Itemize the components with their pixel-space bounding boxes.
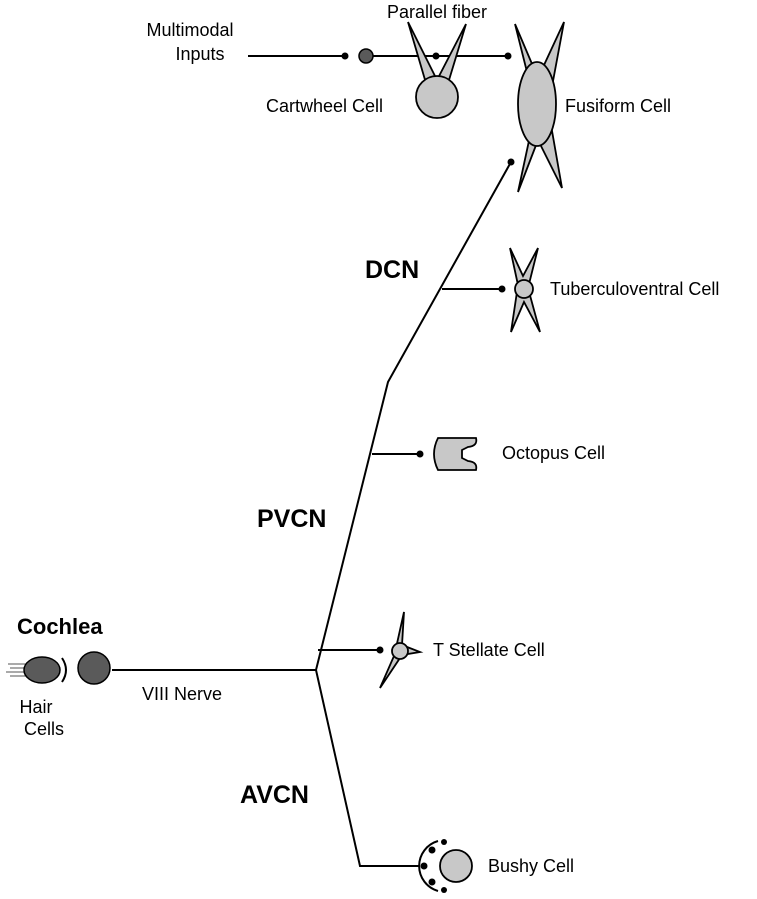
octopus-cell-label: Octopus Cell [502, 443, 605, 463]
endbulb-dot-2 [420, 862, 428, 870]
fusiform-soma [517, 61, 557, 147]
multimodal-inputs-label: Multimodal Inputs [146, 20, 233, 64]
bushy-soma [439, 849, 473, 883]
multimodal-synapse-dot [341, 52, 349, 60]
pvcn-label: PVCN [257, 505, 326, 533]
hair-cells-label-line1: Hair [19, 697, 52, 717]
tuberculoventral-synapse-dot [498, 285, 506, 293]
endbulb-dot-4 [441, 839, 447, 845]
tuberculoventral-cell [509, 247, 541, 333]
hair-cells-label-line2: Cells [24, 719, 64, 739]
fusiform-cell [514, 21, 565, 193]
fusiform-synapse-dot [507, 158, 515, 166]
endbulb-of-held [418, 840, 439, 892]
bushy-cell [418, 839, 473, 893]
t-stellate-synapse-dot [376, 646, 384, 654]
hair-cell-synapse [61, 657, 67, 683]
viii-nerve-label: VIII Nerve [142, 684, 222, 704]
cartwheel-cell [407, 21, 467, 119]
octopus-synapse-dot [416, 450, 424, 458]
spiral-ganglion-cell [77, 651, 111, 685]
cochlea-label: Cochlea [17, 614, 103, 639]
endbulb-dot-5 [441, 887, 447, 893]
avcn-branch [315, 669, 420, 867]
tuberculoventral-soma [514, 279, 534, 299]
t-stellate-cell [379, 611, 424, 689]
avcn-label: AVCN [240, 781, 309, 809]
cartwheel-soma [415, 75, 459, 119]
parallel-fiber-fusiform-synapse [504, 52, 512, 60]
octopus-cell [433, 437, 478, 471]
cartwheel-cell-label: Cartwheel Cell [266, 96, 383, 116]
bushy-cell-label: Bushy Cell [488, 856, 574, 876]
fusiform-cell-label: Fusiform Cell [565, 96, 671, 116]
t-stellate-soma [391, 642, 409, 660]
tuberculoventral-cell-label: Tuberculoventral Cell [550, 279, 719, 299]
endbulb-dot-3 [428, 878, 436, 886]
hair-cell-body [23, 656, 61, 684]
multimodal-inputs-line2: Inputs [175, 44, 224, 64]
dcn-label: DCN [365, 256, 419, 284]
granule-cell [358, 48, 374, 64]
multimodal-inputs-line1: Multimodal [146, 20, 233, 40]
hair-cell [6, 656, 67, 684]
parallel-fiber-cartwheel-synapse [432, 52, 440, 60]
t-stellate-cell-label: T Stellate Cell [433, 640, 545, 660]
endbulb-dot-1 [428, 846, 436, 854]
viii-nerve-trunk [112, 161, 512, 671]
parallel-fiber-label: Parallel fiber [387, 2, 487, 22]
